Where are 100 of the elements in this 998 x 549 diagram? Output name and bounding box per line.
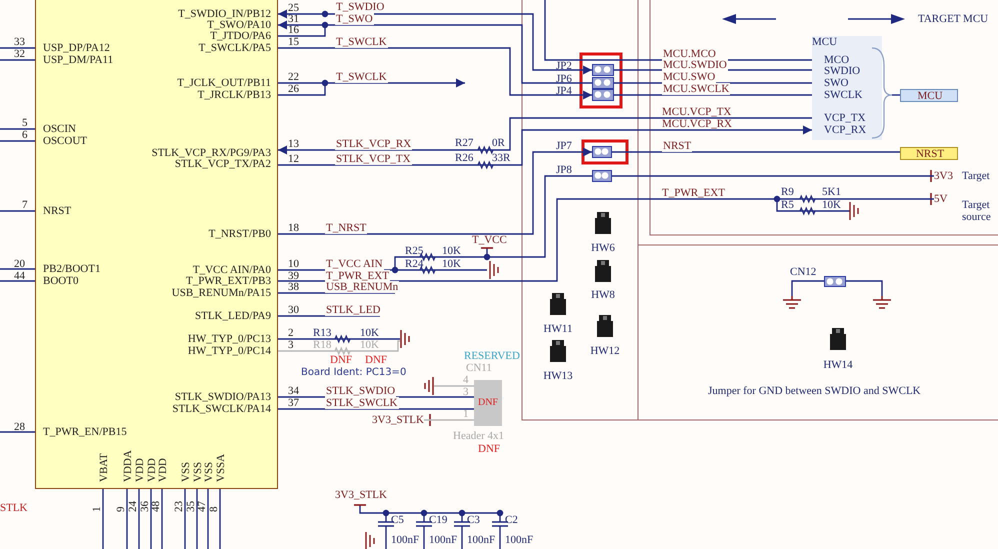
- port-label-box: [900, 147, 958, 160]
- net-label: T_NRST: [325, 222, 368, 234]
- wire: [207, 489, 209, 549]
- pin-number: 18: [288, 222, 299, 234]
- net-label: T_VCC: [472, 234, 507, 246]
- wire: [278, 148, 592, 235]
- wire: [278, 338, 400, 340]
- component-ref: 10K: [822, 199, 841, 211]
- net-label: T_SWDIO: [335, 1, 386, 13]
- pin-name: PB2/BOOT1: [43, 263, 100, 275]
- pin-name: BOOT0: [43, 275, 78, 287]
- pin-number: 26: [288, 83, 299, 95]
- port-name: MCO: [824, 54, 850, 66]
- pin-number: 2: [288, 327, 294, 339]
- component-ref: 4: [463, 374, 468, 386]
- jumper-ref: JP7: [556, 140, 572, 152]
- wire: [278, 10, 592, 74]
- jumper-header: [592, 77, 614, 89]
- component-ref: 0R: [492, 137, 505, 149]
- component-ref: 10K: [360, 327, 379, 339]
- wire: [278, 198, 934, 282]
- wire: [434, 385, 474, 387]
- pin-name: VDD: [146, 458, 158, 482]
- wire: [278, 20, 592, 84]
- note-text: Board Ident: PC13=0: [301, 367, 406, 379]
- pin-number: 16: [288, 24, 299, 36]
- wire: [278, 126, 812, 166]
- net-label: T_PWR_EXT: [662, 187, 725, 199]
- component-ref: HW14: [823, 359, 853, 371]
- net-label: STLK: [0, 502, 28, 514]
- net-label: 3V3_STLK: [335, 489, 387, 501]
- component-ref: R27: [455, 137, 474, 149]
- pin-number: 47: [196, 501, 208, 512]
- pin-number: 39: [288, 270, 299, 282]
- pin-name: STLK_LED/PA9: [195, 310, 271, 322]
- pin-name: T_SWO/PA10: [207, 19, 271, 31]
- net-label: T_PWR_EXT: [325, 270, 390, 282]
- pin-name: USP_DP/PA12: [43, 42, 110, 54]
- port-name: SWDIO: [824, 65, 860, 77]
- wire: [278, 117, 812, 154]
- pin-name: OSCOUT: [43, 135, 88, 147]
- dnf-note: DNF: [478, 397, 498, 409]
- net-label: MCU.SWO: [662, 71, 716, 83]
- wire: [126, 489, 128, 549]
- net-label: MCU.MCO: [662, 48, 717, 60]
- pin-number: 12: [288, 153, 299, 165]
- wire: [138, 489, 140, 549]
- component-ref: R26: [455, 152, 474, 164]
- net-label: STLK_LED: [325, 304, 382, 316]
- net-label: T_VCC AIN: [325, 258, 384, 270]
- ic-chip: [35, 0, 278, 489]
- pin-number: 33: [14, 36, 25, 48]
- wire: [196, 489, 198, 549]
- pin-number: 32: [14, 48, 25, 60]
- pin-name: T_JCLK_OUT/PB11: [177, 77, 271, 89]
- component-ref: R5: [781, 199, 794, 211]
- reserved-note: RESERVED: [464, 350, 520, 362]
- component-ref: 3: [463, 386, 468, 398]
- component-ref: R18: [313, 339, 332, 351]
- pin-number: 10: [288, 258, 299, 270]
- jumper-ref: JP6: [556, 73, 572, 85]
- pin-name: STLK_VCP_TX/PA2: [174, 158, 271, 170]
- pin-number: 7: [22, 199, 28, 211]
- jumper-ref: JP4: [556, 85, 572, 97]
- pin-number: 25: [288, 2, 299, 14]
- pin-name: STLK_SWCLK/PA14: [172, 403, 271, 415]
- wire: [278, 408, 474, 410]
- wire: [791, 280, 824, 296]
- component-ref: C2: [505, 514, 518, 526]
- jumper-ref: JP2: [556, 60, 572, 72]
- wire: [612, 175, 934, 177]
- component-ref: HW8: [591, 289, 615, 301]
- component-ref: HW13: [543, 370, 573, 382]
- pin-number: 15: [288, 36, 299, 48]
- wire: [424, 419, 474, 421]
- port-name: MCU: [917, 90, 943, 102]
- pin-name: VSS: [180, 462, 192, 482]
- pin-name: T_SWCLK/PA5: [198, 42, 271, 54]
- pin-name: T_NRST/PB0: [208, 228, 271, 240]
- wire: [278, 315, 380, 317]
- net-name: 5V: [934, 193, 948, 205]
- power-note: Target source: [962, 199, 992, 223]
- pin-name: T_PWR_EXT/PB3: [186, 275, 271, 287]
- pin-name: VBAT: [98, 453, 110, 482]
- component-ref: HW12: [590, 345, 620, 357]
- jumper-header: [592, 146, 612, 158]
- jumper-ref: JP8: [556, 164, 572, 176]
- pin-name: T_SWDIO_IN/PB12: [178, 8, 271, 20]
- ground-symbol: [873, 296, 891, 310]
- pin-number: 35: [185, 501, 197, 512]
- port-name: SWO: [824, 77, 848, 89]
- pin-name: USB_RENUMn/PA15: [172, 287, 271, 299]
- component-ref: R13: [313, 327, 332, 339]
- wire: [184, 489, 186, 549]
- net-label: MCU.VCP_RX: [662, 118, 732, 130]
- component-ref: C19: [429, 514, 448, 526]
- pin-number: 30: [288, 304, 299, 316]
- wire: [150, 489, 152, 549]
- net-label: NRST: [662, 140, 692, 152]
- component-ref: Jumper for GND between SWDIO and SWCLK: [708, 385, 921, 397]
